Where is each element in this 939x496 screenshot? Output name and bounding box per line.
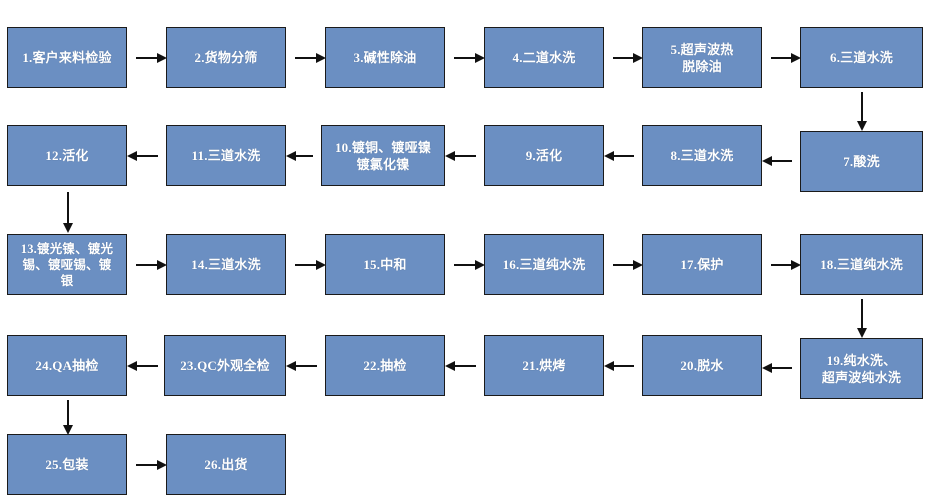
process-step-18[interactable]: 18.三道纯水洗 (800, 234, 923, 295)
connector-arrow-right (136, 260, 167, 270)
process-step-26[interactable]: 26.出货 (166, 434, 286, 495)
connector-arrow-right (136, 53, 167, 63)
process-step-14[interactable]: 14.三道水洗 (166, 234, 286, 295)
process-step-17[interactable]: 17.保护 (642, 234, 762, 295)
connector-arrow-left (445, 151, 476, 161)
process-step-21[interactable]: 21.烘烤 (484, 335, 604, 396)
connector-arrow-right (136, 460, 167, 470)
arrow-head-icon (286, 361, 296, 371)
connector-arrow-left (604, 151, 634, 161)
arrow-head-icon (286, 151, 296, 161)
arrow-head-icon (63, 223, 73, 233)
connector-arrow-left (286, 151, 313, 161)
connector-arrow-left (445, 361, 476, 371)
connector-arrow-down (857, 92, 867, 131)
arrow-head-icon (445, 151, 455, 161)
arrow-head-icon (857, 121, 867, 131)
process-step-10[interactable]: 10.镀铜、镀哑镍 镀氯化镍 (321, 125, 445, 186)
process-step-15[interactable]: 15.中和 (325, 234, 445, 295)
connector-arrow-left (286, 361, 317, 371)
connector-arrow-right (613, 260, 643, 270)
process-step-6[interactable]: 6.三道水洗 (800, 27, 923, 88)
process-step-8[interactable]: 8.三道水洗 (642, 125, 762, 186)
connector-arrow-left (127, 361, 158, 371)
arrow-head-icon (127, 361, 137, 371)
process-step-7[interactable]: 7.酸洗 (800, 131, 923, 192)
arrow-head-icon (316, 260, 326, 270)
connector-arrow-left (762, 156, 792, 166)
arrow-head-icon (762, 363, 772, 373)
arrow-head-icon (633, 260, 643, 270)
connector-arrow-right (454, 53, 485, 63)
connector-arrow-right (295, 260, 326, 270)
connector-arrow-left (127, 151, 158, 161)
process-step-2[interactable]: 2.货物分筛 (166, 27, 286, 88)
connector-arrow-left (762, 363, 792, 373)
arrow-head-icon (791, 260, 801, 270)
process-step-4[interactable]: 4.二道水洗 (484, 27, 604, 88)
connector-arrow-right (771, 53, 801, 63)
process-step-22[interactable]: 22.抽检 (325, 335, 445, 396)
arrow-head-icon (633, 53, 643, 63)
process-step-11[interactable]: 11.三道水洗 (166, 125, 286, 186)
arrow-head-icon (604, 151, 614, 161)
arrow-head-icon (475, 53, 485, 63)
process-step-19[interactable]: 19.纯水洗、 超声波纯水洗 (800, 338, 923, 399)
process-step-13[interactable]: 13.镀光镍、镀光 锡、镀哑锡、镀 银 (7, 234, 127, 295)
connector-arrow-down (857, 299, 867, 338)
arrow-head-icon (157, 260, 167, 270)
arrow-head-icon (316, 53, 326, 63)
process-step-25[interactable]: 25.包装 (7, 434, 127, 495)
process-step-16[interactable]: 16.三道纯水洗 (484, 234, 604, 295)
process-step-3[interactable]: 3.碱性除油 (325, 27, 445, 88)
connector-arrow-left (604, 361, 634, 371)
connector-arrow-right (454, 260, 485, 270)
arrow-head-icon (157, 53, 167, 63)
connector-arrow-right (613, 53, 643, 63)
arrow-head-icon (157, 460, 167, 470)
arrow-head-icon (63, 425, 73, 435)
process-step-23[interactable]: 23.QC外观全检 (164, 335, 286, 396)
arrow-head-icon (604, 361, 614, 371)
arrow-head-icon (127, 151, 137, 161)
arrow-head-icon (762, 156, 772, 166)
arrow-head-icon (857, 328, 867, 338)
connector-arrow-right (295, 53, 326, 63)
connector-arrow-right (771, 260, 801, 270)
arrow-head-icon (791, 53, 801, 63)
process-step-24[interactable]: 24.QA抽检 (7, 335, 127, 396)
arrow-head-icon (475, 260, 485, 270)
process-step-9[interactable]: 9.活化 (484, 125, 604, 186)
connector-arrow-down (63, 192, 73, 233)
arrow-head-icon (445, 361, 455, 371)
connector-arrow-down (63, 400, 73, 435)
process-step-20[interactable]: 20.脱水 (642, 335, 762, 396)
process-step-5[interactable]: 5.超声波热 脱除油 (642, 27, 762, 88)
process-step-12[interactable]: 12.活化 (7, 125, 127, 186)
process-step-1[interactable]: 1.客户来料检验 (7, 27, 127, 88)
